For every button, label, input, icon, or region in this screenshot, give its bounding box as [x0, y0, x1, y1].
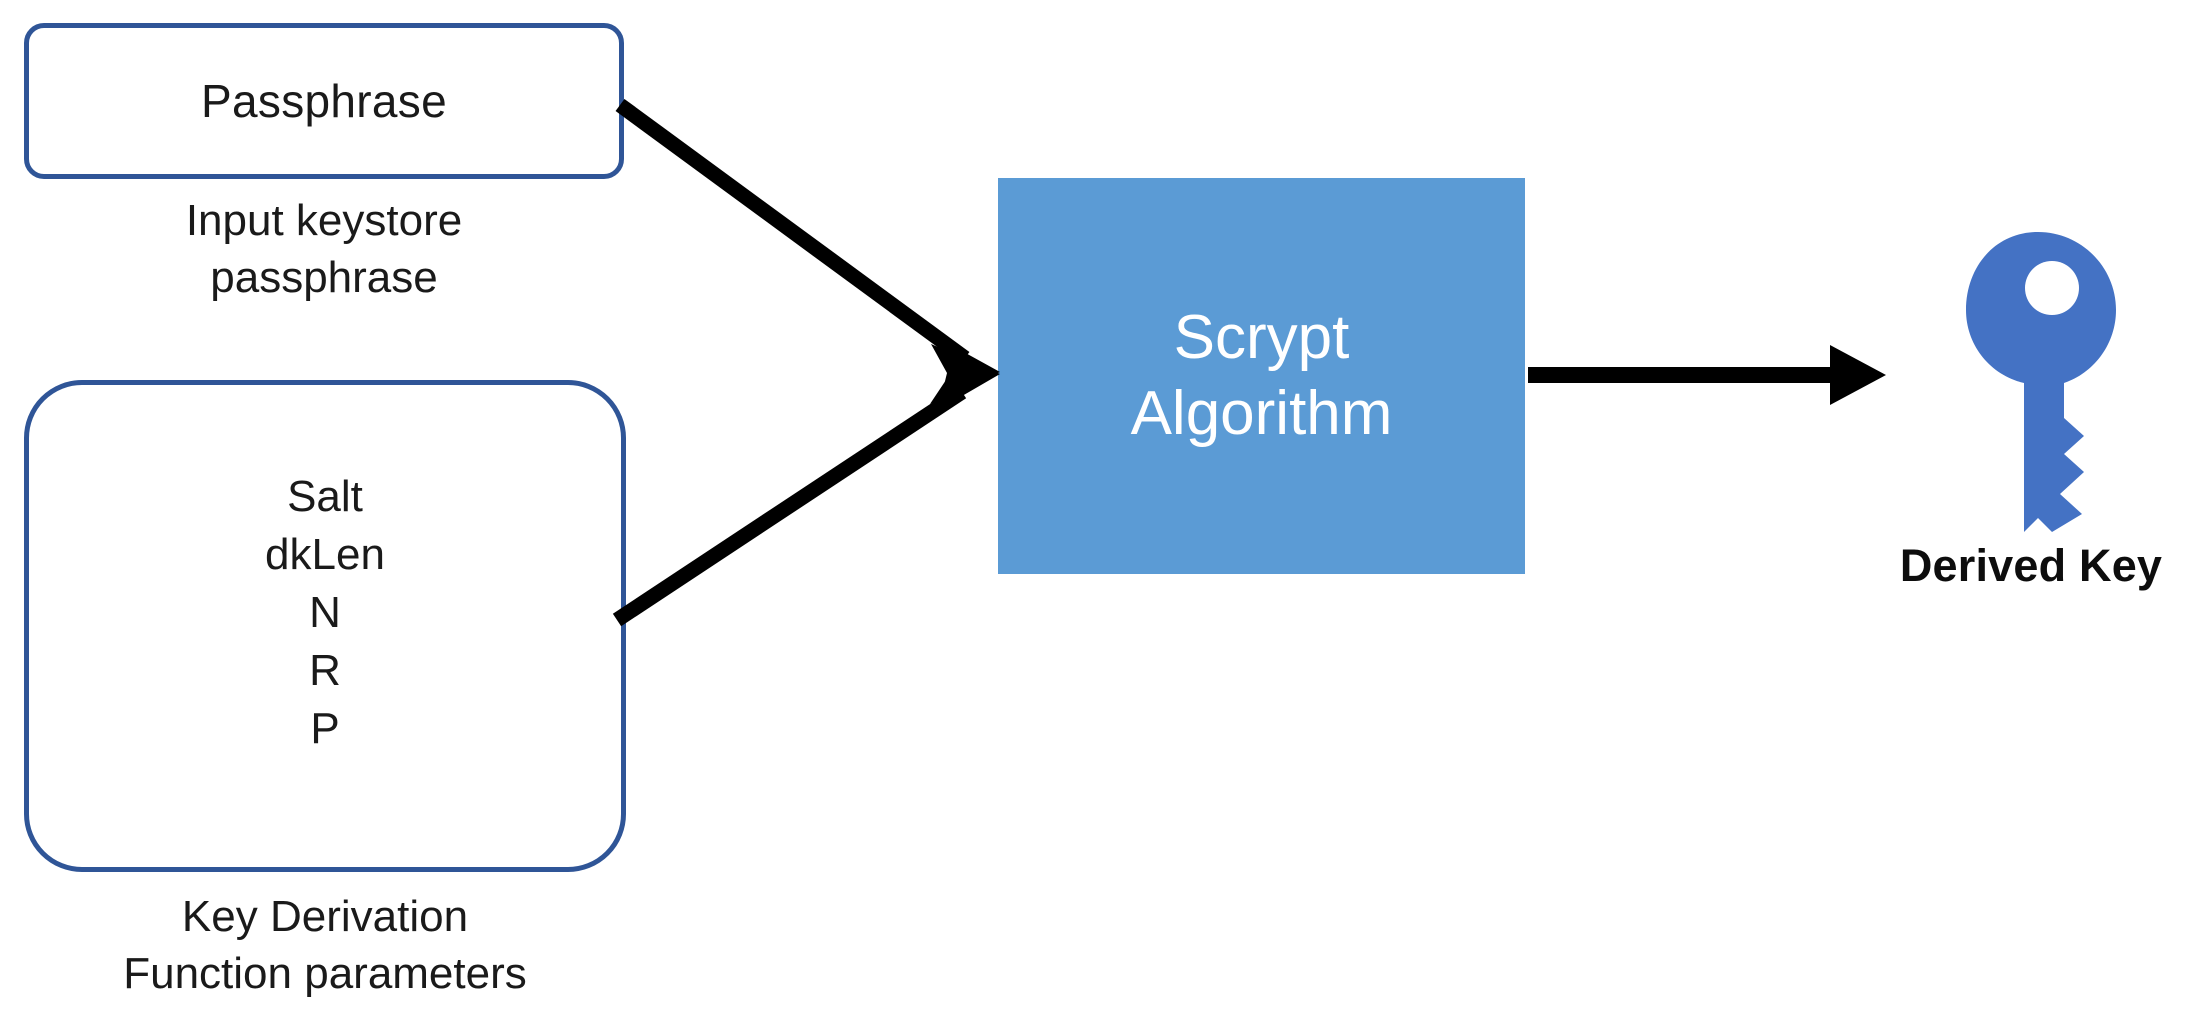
param-salt: Salt — [287, 471, 363, 521]
passphrase-node: Passphrase — [24, 23, 624, 179]
kdf-params-list: Salt dkLen N R P — [265, 468, 385, 758]
scrypt-algorithm-node: Scrypt Algorithm — [998, 178, 1525, 574]
passphrase-label: Passphrase — [201, 74, 447, 127]
passphrase-caption: Input keystore passphrase — [185, 196, 463, 303]
key-icon — [1966, 232, 2116, 532]
scrypt-algorithm-label: Scrypt Algorithm — [1130, 303, 1393, 448]
arrow-params-to-algorithm — [612, 344, 1000, 627]
arrow-passphrase-to-algorithm — [615, 98, 1000, 404]
derived-key-label: Derived Key — [1899, 540, 2163, 591]
kdf-params-node: Salt dkLen N R P — [24, 380, 626, 872]
param-dklen: dkLen — [265, 529, 385, 579]
arrow-algorithm-to-derived-key — [1528, 345, 1886, 405]
param-n: N — [309, 587, 341, 637]
param-p: P — [310, 704, 340, 754]
kdf-params-caption: Key Derivation Function parameters — [123, 892, 527, 999]
param-r: R — [309, 646, 341, 696]
